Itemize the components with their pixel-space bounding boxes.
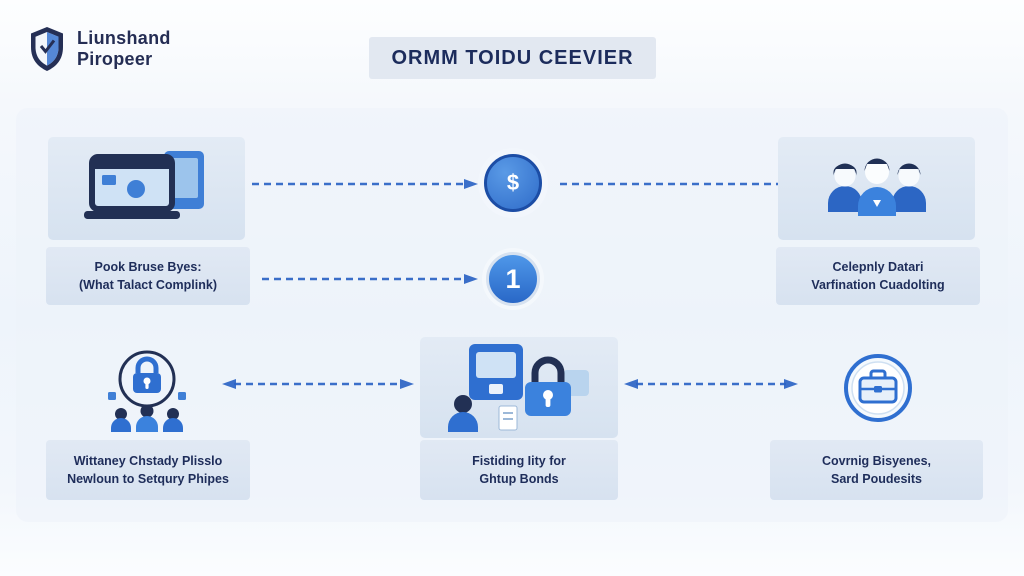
devices-label-line1: Pook Bruse Byes: <box>94 259 202 274</box>
brand-name-line1: Liunshand <box>77 27 171 48</box>
dollar-symbol: $ <box>506 170 520 195</box>
brand-logo: Liunshand Piropeer <box>28 26 171 72</box>
team-icon <box>827 158 926 216</box>
briefcase-badge-icon <box>844 354 912 422</box>
step-number: 1 <box>505 263 521 294</box>
vault-lock-icon <box>448 343 589 432</box>
vault-label-line1: Fistiding Iity for <box>472 453 566 468</box>
business-label: Covrnig Bisyenes, Sard Poudesits <box>770 440 983 500</box>
vault-panel <box>420 337 618 438</box>
security-emblem-icon <box>108 350 186 432</box>
security-emblem <box>92 344 202 439</box>
team-label: Celepnly Datari Varfination Cuadolting <box>776 247 980 305</box>
team-panel <box>778 137 975 240</box>
devices-label-line2: (What Talact Complink) <box>79 278 217 292</box>
security-label-line1: Wittaney Chstady Plisslo <box>73 453 223 468</box>
shield-logo-icon <box>31 27 63 71</box>
business-label-line1: Covrnig Bisyenes, <box>821 453 932 468</box>
devices-panel <box>48 137 245 240</box>
business-label-line2: Sard Poudesits <box>831 472 922 486</box>
vault-label: Fistiding Iity for Ghtup Bonds <box>420 440 618 500</box>
step-one-badge: 1 <box>486 252 540 306</box>
security-label: Wittaney Chstady Plisslo Newloun to Setq… <box>46 440 250 500</box>
vault-label-line2: Ghtup Bonds <box>479 472 559 486</box>
devices-icon <box>83 150 204 219</box>
devices-label: Pook Bruse Byes: (What Talact Complink) <box>46 247 250 305</box>
brand-name-line2: Piropeer <box>77 49 153 69</box>
dollar-circle-icon: $ <box>484 154 542 212</box>
team-label-line2: Varfination Cuadolting <box>811 278 945 292</box>
team-label-line1: Celepnly Datari <box>832 259 924 274</box>
briefcase-badge <box>842 352 914 424</box>
brand-name: Liunshand Piropeer <box>77 28 171 70</box>
page-title: ORMM TOIDU CEEVIER <box>369 37 656 79</box>
security-label-line2: Newloun to Setqury Phipes <box>67 472 229 486</box>
